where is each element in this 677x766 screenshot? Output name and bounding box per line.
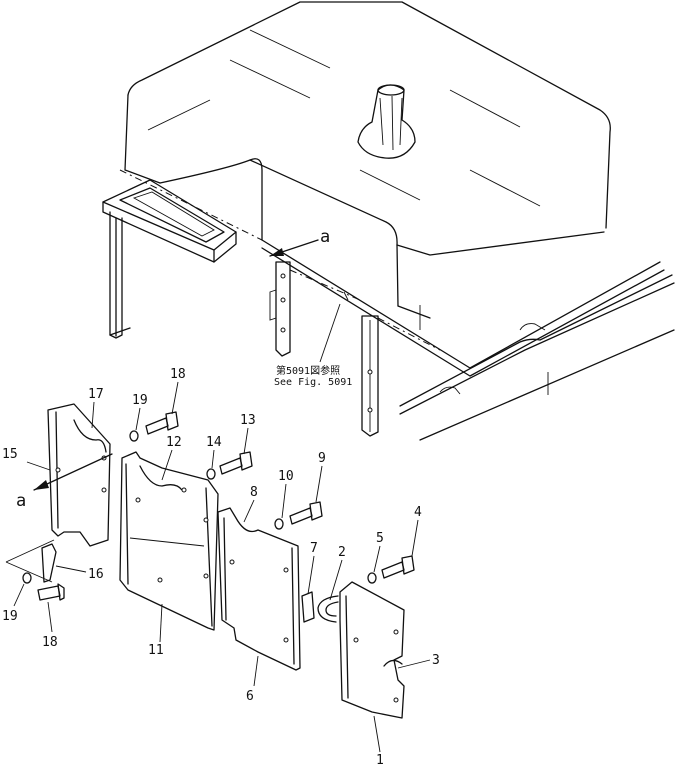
bolt-13 [219, 451, 253, 475]
callout-11: 11 [148, 643, 164, 658]
reference-line-en: See Fig. 5091 [274, 377, 352, 388]
callout-18-bottom: 18 [42, 635, 58, 650]
bolt-9 [289, 501, 323, 525]
view-arrow-top: a [269, 227, 330, 257]
view-arrow-bottom: a [16, 453, 113, 511]
callout-2: 2 [338, 545, 346, 560]
callout-10: 10 [278, 469, 294, 484]
callout-5: 5 [376, 531, 384, 546]
callout-6: 6 [246, 689, 254, 704]
callouts: 17 15 19 18 12 14 13 8 10 9 7 2 5 4 3 1 … [2, 367, 440, 766]
clamp-2 [317, 595, 339, 623]
leader-lines [13, 381, 431, 753]
panel-1 [339, 581, 405, 719]
bolt-4 [381, 555, 415, 579]
callout-19-bottom: 19 [2, 609, 18, 624]
callout-4: 4 [414, 505, 422, 520]
callout-13: 13 [240, 413, 256, 428]
callout-14: 14 [206, 435, 222, 450]
callout-8: 8 [250, 485, 258, 500]
callout-16: 16 [88, 567, 104, 582]
callout-17: 17 [88, 387, 104, 402]
panel-11 [119, 451, 219, 631]
reference-line-jp: 第5091図参照 [276, 364, 340, 377]
callout-19-top: 19 [132, 393, 148, 408]
spacer-7 [301, 591, 315, 623]
washer-19-top [129, 430, 139, 442]
callout-12: 12 [166, 435, 182, 450]
plate-15 [47, 403, 111, 547]
washer-10 [274, 518, 284, 530]
washer-19-bottom [22, 572, 32, 584]
callout-18-top: 18 [170, 367, 186, 382]
bolt-18-top [145, 411, 179, 435]
bolt-18-bottom [37, 583, 65, 601]
washer-14 [206, 468, 216, 480]
washer-5 [367, 572, 377, 584]
view-label-bottom: a [16, 491, 26, 511]
clip-16 [5, 539, 57, 583]
tank-body [102, 1, 675, 441]
callout-3: 3 [432, 653, 440, 668]
panel-6 [217, 507, 301, 671]
callout-9: 9 [318, 451, 326, 466]
callout-1: 1 [376, 753, 384, 766]
callout-7: 7 [310, 541, 318, 556]
callout-15: 15 [2, 447, 18, 462]
view-label-top: a [320, 227, 330, 247]
reference-note: 第5091図参照 See Fig. 5091 [274, 291, 352, 388]
